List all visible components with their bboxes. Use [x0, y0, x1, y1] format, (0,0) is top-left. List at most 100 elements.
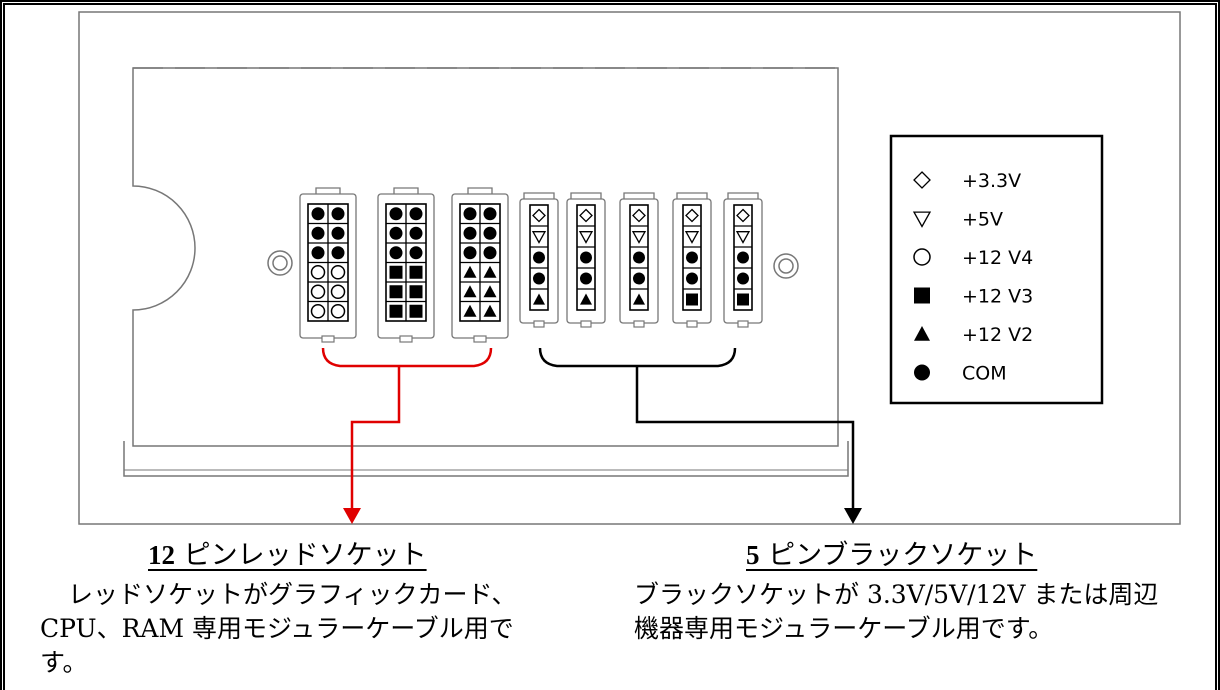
- black-desc-line-2: 機器専用モジュラーケーブル用です。: [634, 614, 1054, 643]
- triangle-up-pin: [533, 293, 545, 305]
- black-desc-line-1: ブラックソケットが 3.3V/5V/12V または周辺: [634, 580, 1159, 609]
- triangle-up-pin: [483, 285, 497, 298]
- circle-filled-pin: [633, 251, 645, 264]
- legend: +3.3V +5V +12 V4 +12 V3 +12 V2 COM: [912, 170, 1033, 385]
- connectors-5pin-group: [519, 192, 763, 328]
- legend-item-1: +3.3V: [913, 170, 1021, 192]
- red-arrowhead: [343, 508, 361, 524]
- square-pin: [389, 304, 403, 318]
- connector-5pin-2: [566, 192, 606, 328]
- circle-filled-pin: [409, 226, 423, 240]
- circle-filled-pin: [533, 272, 545, 285]
- circle-filled-pin: [533, 251, 545, 264]
- legend-triangle-down-symbol: [912, 211, 932, 228]
- square-pin: [409, 304, 423, 318]
- triangle-down-pin: [631, 231, 647, 244]
- connector-5pin-1: [519, 192, 559, 328]
- circle-filled-pin: [409, 246, 423, 260]
- circle-filled-pin: [463, 226, 477, 240]
- black-socket-description: ブラックソケットが 3.3V/5V/12V または周辺 機器専用モジュラーケーブ…: [634, 578, 1214, 646]
- diamond-pin: [532, 208, 546, 223]
- circle-filled-pin: [633, 272, 645, 285]
- black-socket-title: 5 ピンブラックソケット: [746, 540, 1038, 571]
- circle-filled-pin: [463, 246, 477, 260]
- circle-filled-pin: [686, 272, 698, 285]
- black-leader-line: [635, 366, 855, 508]
- circle-filled-pin: [331, 226, 345, 240]
- connector-12pin-1: [299, 187, 357, 343]
- screw-right: [773, 253, 799, 279]
- legend-square-symbol: [914, 287, 930, 304]
- diamond-pin: [632, 208, 646, 223]
- legend-item-6: COM: [914, 363, 1007, 385]
- diamond-pin: [736, 208, 750, 223]
- panel-outline: [78, 11, 1181, 525]
- triangle-down-pin: [531, 231, 547, 244]
- circle-filled-pin: [409, 207, 423, 221]
- square-pin: [409, 285, 423, 299]
- circle-filled-pin: [389, 207, 403, 221]
- square-pin: [737, 293, 749, 306]
- circle-filled-pin: [737, 272, 749, 285]
- triangle-up-pin: [633, 293, 645, 305]
- circle-open-pin: [310, 304, 326, 319]
- circle-filled-pin: [389, 226, 403, 240]
- legend-circle-filled-symbol: [914, 364, 930, 381]
- triangle-down-pin: [735, 231, 751, 244]
- circle-filled-pin: [389, 246, 403, 260]
- legend-item-5: +12 V2: [914, 324, 1033, 346]
- circle-filled-pin: [483, 207, 497, 221]
- circle-filled-pin: [463, 207, 477, 221]
- legend-label: +12 V4: [962, 247, 1033, 269]
- bottom-rail: [123, 441, 849, 477]
- legend-item-3: +12 V4: [913, 247, 1033, 269]
- red-desc-line-1: レッドソケットがグラフィックカード、: [68, 580, 517, 609]
- circle-filled-pin: [580, 251, 592, 264]
- circle-filled-pin: [311, 246, 325, 260]
- circle-filled-pin: [311, 207, 325, 221]
- connector-12pin-2: [377, 187, 435, 343]
- circle-filled-pin: [686, 251, 698, 264]
- square-pin: [389, 285, 403, 299]
- circle-filled-pin: [483, 226, 497, 240]
- connector-5pin-5: [723, 192, 763, 328]
- legend-triangle-up-symbol: [914, 326, 930, 341]
- circle-open-pin: [330, 284, 346, 299]
- red-bracket: [321, 347, 493, 368]
- triangle-up-pin: [483, 265, 497, 278]
- triangle-up-pin: [463, 265, 477, 278]
- black-arrowhead: [844, 508, 862, 524]
- red-leader-line: [350, 366, 401, 508]
- diamond-pin: [685, 208, 699, 223]
- screw-left: [267, 250, 293, 276]
- triangle-up-pin: [463, 285, 477, 298]
- triangle-up-pin: [580, 293, 592, 305]
- connector-5pin-4: [672, 192, 712, 328]
- circle-filled-pin: [331, 207, 345, 221]
- circle-open-pin: [330, 265, 346, 280]
- legend-diamond-symbol: [913, 171, 931, 189]
- triangle-down-pin: [684, 231, 700, 244]
- triangle-down-pin: [578, 231, 594, 244]
- circle-open-pin: [310, 265, 326, 280]
- connector-5pin-3: [619, 192, 659, 328]
- red-desc-line-3: す。: [40, 648, 88, 677]
- triangle-up-pin: [463, 304, 477, 317]
- legend-label: +3.3V: [962, 170, 1021, 192]
- circle-filled-pin: [483, 246, 497, 260]
- circle-open-pin: [330, 304, 346, 319]
- square-pin: [389, 265, 403, 279]
- connector-12pin-3: [451, 187, 509, 343]
- psu-body-outline: [132, 67, 839, 447]
- circle-open-pin: [310, 284, 326, 299]
- connectors-12pin-group: [299, 187, 509, 343]
- circle-filled-pin: [737, 251, 749, 264]
- legend-item-4: +12 V3: [914, 286, 1033, 308]
- square-pin: [686, 293, 698, 306]
- square-pin: [409, 265, 423, 279]
- triangle-up-pin: [483, 304, 497, 317]
- circle-filled-pin: [311, 226, 325, 240]
- legend-label: +5V: [962, 209, 1003, 231]
